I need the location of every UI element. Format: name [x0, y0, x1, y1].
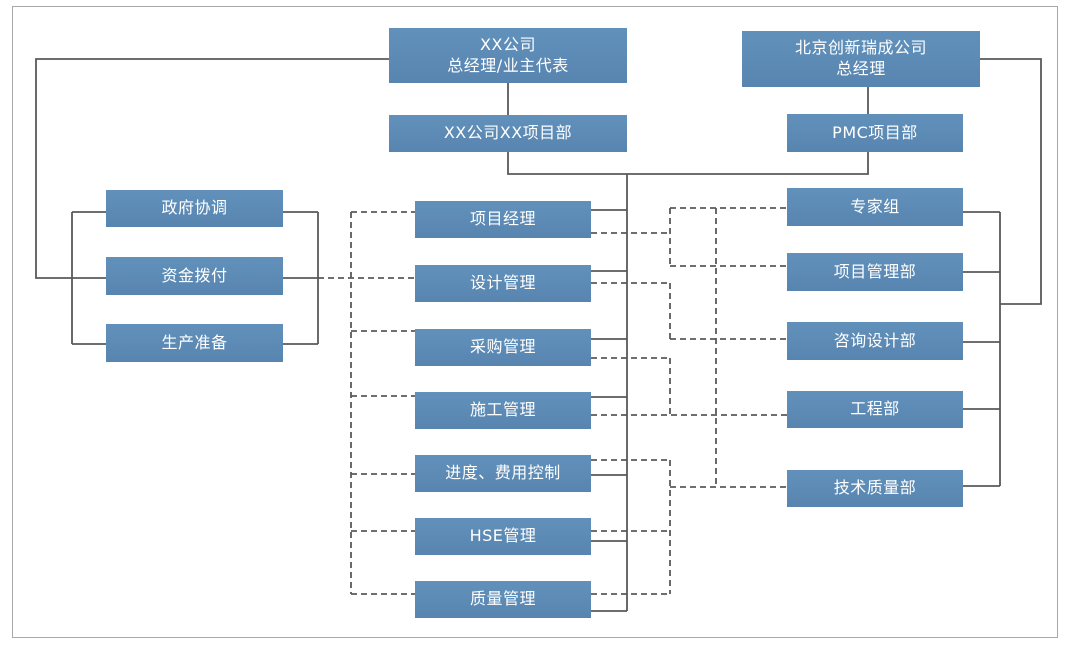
- node-owner-gm: XX公司 总经理/业主代表: [389, 28, 627, 83]
- node-owner-gm-line1: XX公司: [480, 34, 536, 54]
- node-project-mgmt-dept-label: 项目管理部: [833, 261, 917, 281]
- node-pmc-gm: 北京创新瑞成公司 总经理: [742, 31, 980, 87]
- node-quality-mgmt-label: 质量管理: [469, 589, 536, 609]
- node-hse-mgmt: HSE管理: [415, 518, 591, 555]
- node-project-manager-label: 项目经理: [469, 209, 536, 229]
- node-production-prep: 生产准备: [106, 324, 283, 362]
- node-quality-mgmt: 质量管理: [415, 581, 591, 618]
- solid-connectors: [35, 58, 1042, 612]
- node-consulting-design-dept: 咨询设计部: [787, 322, 963, 360]
- node-expert-group: 专家组: [787, 188, 963, 226]
- node-design-mgmt: 设计管理: [415, 265, 591, 302]
- node-tech-quality-dept: 技术质量部: [787, 470, 963, 507]
- node-pmc-gm-line2: 总经理: [836, 59, 886, 78]
- node-schedule-cost-control-label: 进度、费用控制: [445, 463, 561, 483]
- node-engineering-dept: 工程部: [787, 391, 963, 428]
- node-design-mgmt-label: 设计管理: [469, 273, 536, 293]
- node-expert-group-label: 专家组: [850, 196, 900, 216]
- node-pmc-project-dept: PMC项目部: [787, 114, 963, 152]
- node-construction-mgmt: 施工管理: [415, 392, 591, 429]
- node-pmc-gm-line1: 北京创新瑞成公司: [794, 38, 927, 58]
- dashed-connectors: [318, 207, 787, 595]
- node-procurement-mgmt: 采购管理: [415, 329, 591, 366]
- node-project-manager: 项目经理: [415, 201, 591, 238]
- node-procurement-mgmt-label: 采购管理: [469, 337, 536, 357]
- node-consulting-design-dept-label: 咨询设计部: [833, 330, 917, 350]
- node-owner-gm-line2: 总经理/业主代表: [447, 55, 569, 75]
- chart-outer-border: [12, 6, 1058, 638]
- node-project-mgmt-dept: 项目管理部: [787, 253, 963, 291]
- node-gov-coordination-label: 政府协调: [161, 198, 228, 218]
- node-fund-allocation-label: 资金拨付: [161, 265, 228, 285]
- node-tech-quality-dept-label: 技术质量部: [833, 478, 917, 498]
- node-gov-coordination: 政府协调: [106, 190, 283, 227]
- node-hse-mgmt-label: HSE管理: [469, 526, 537, 546]
- node-construction-mgmt-label: 施工管理: [469, 400, 536, 420]
- node-owner-project-dept: XX公司XX项目部: [389, 115, 627, 152]
- node-schedule-cost-control: 进度、费用控制: [415, 455, 591, 492]
- node-pmc-project-dept-label: PMC项目部: [832, 122, 918, 142]
- node-owner-project-dept-label: XX公司XX项目部: [443, 123, 573, 143]
- node-engineering-dept-label: 工程部: [850, 399, 900, 419]
- node-production-prep-label: 生产准备: [161, 332, 228, 352]
- node-fund-allocation: 资金拨付: [106, 257, 283, 295]
